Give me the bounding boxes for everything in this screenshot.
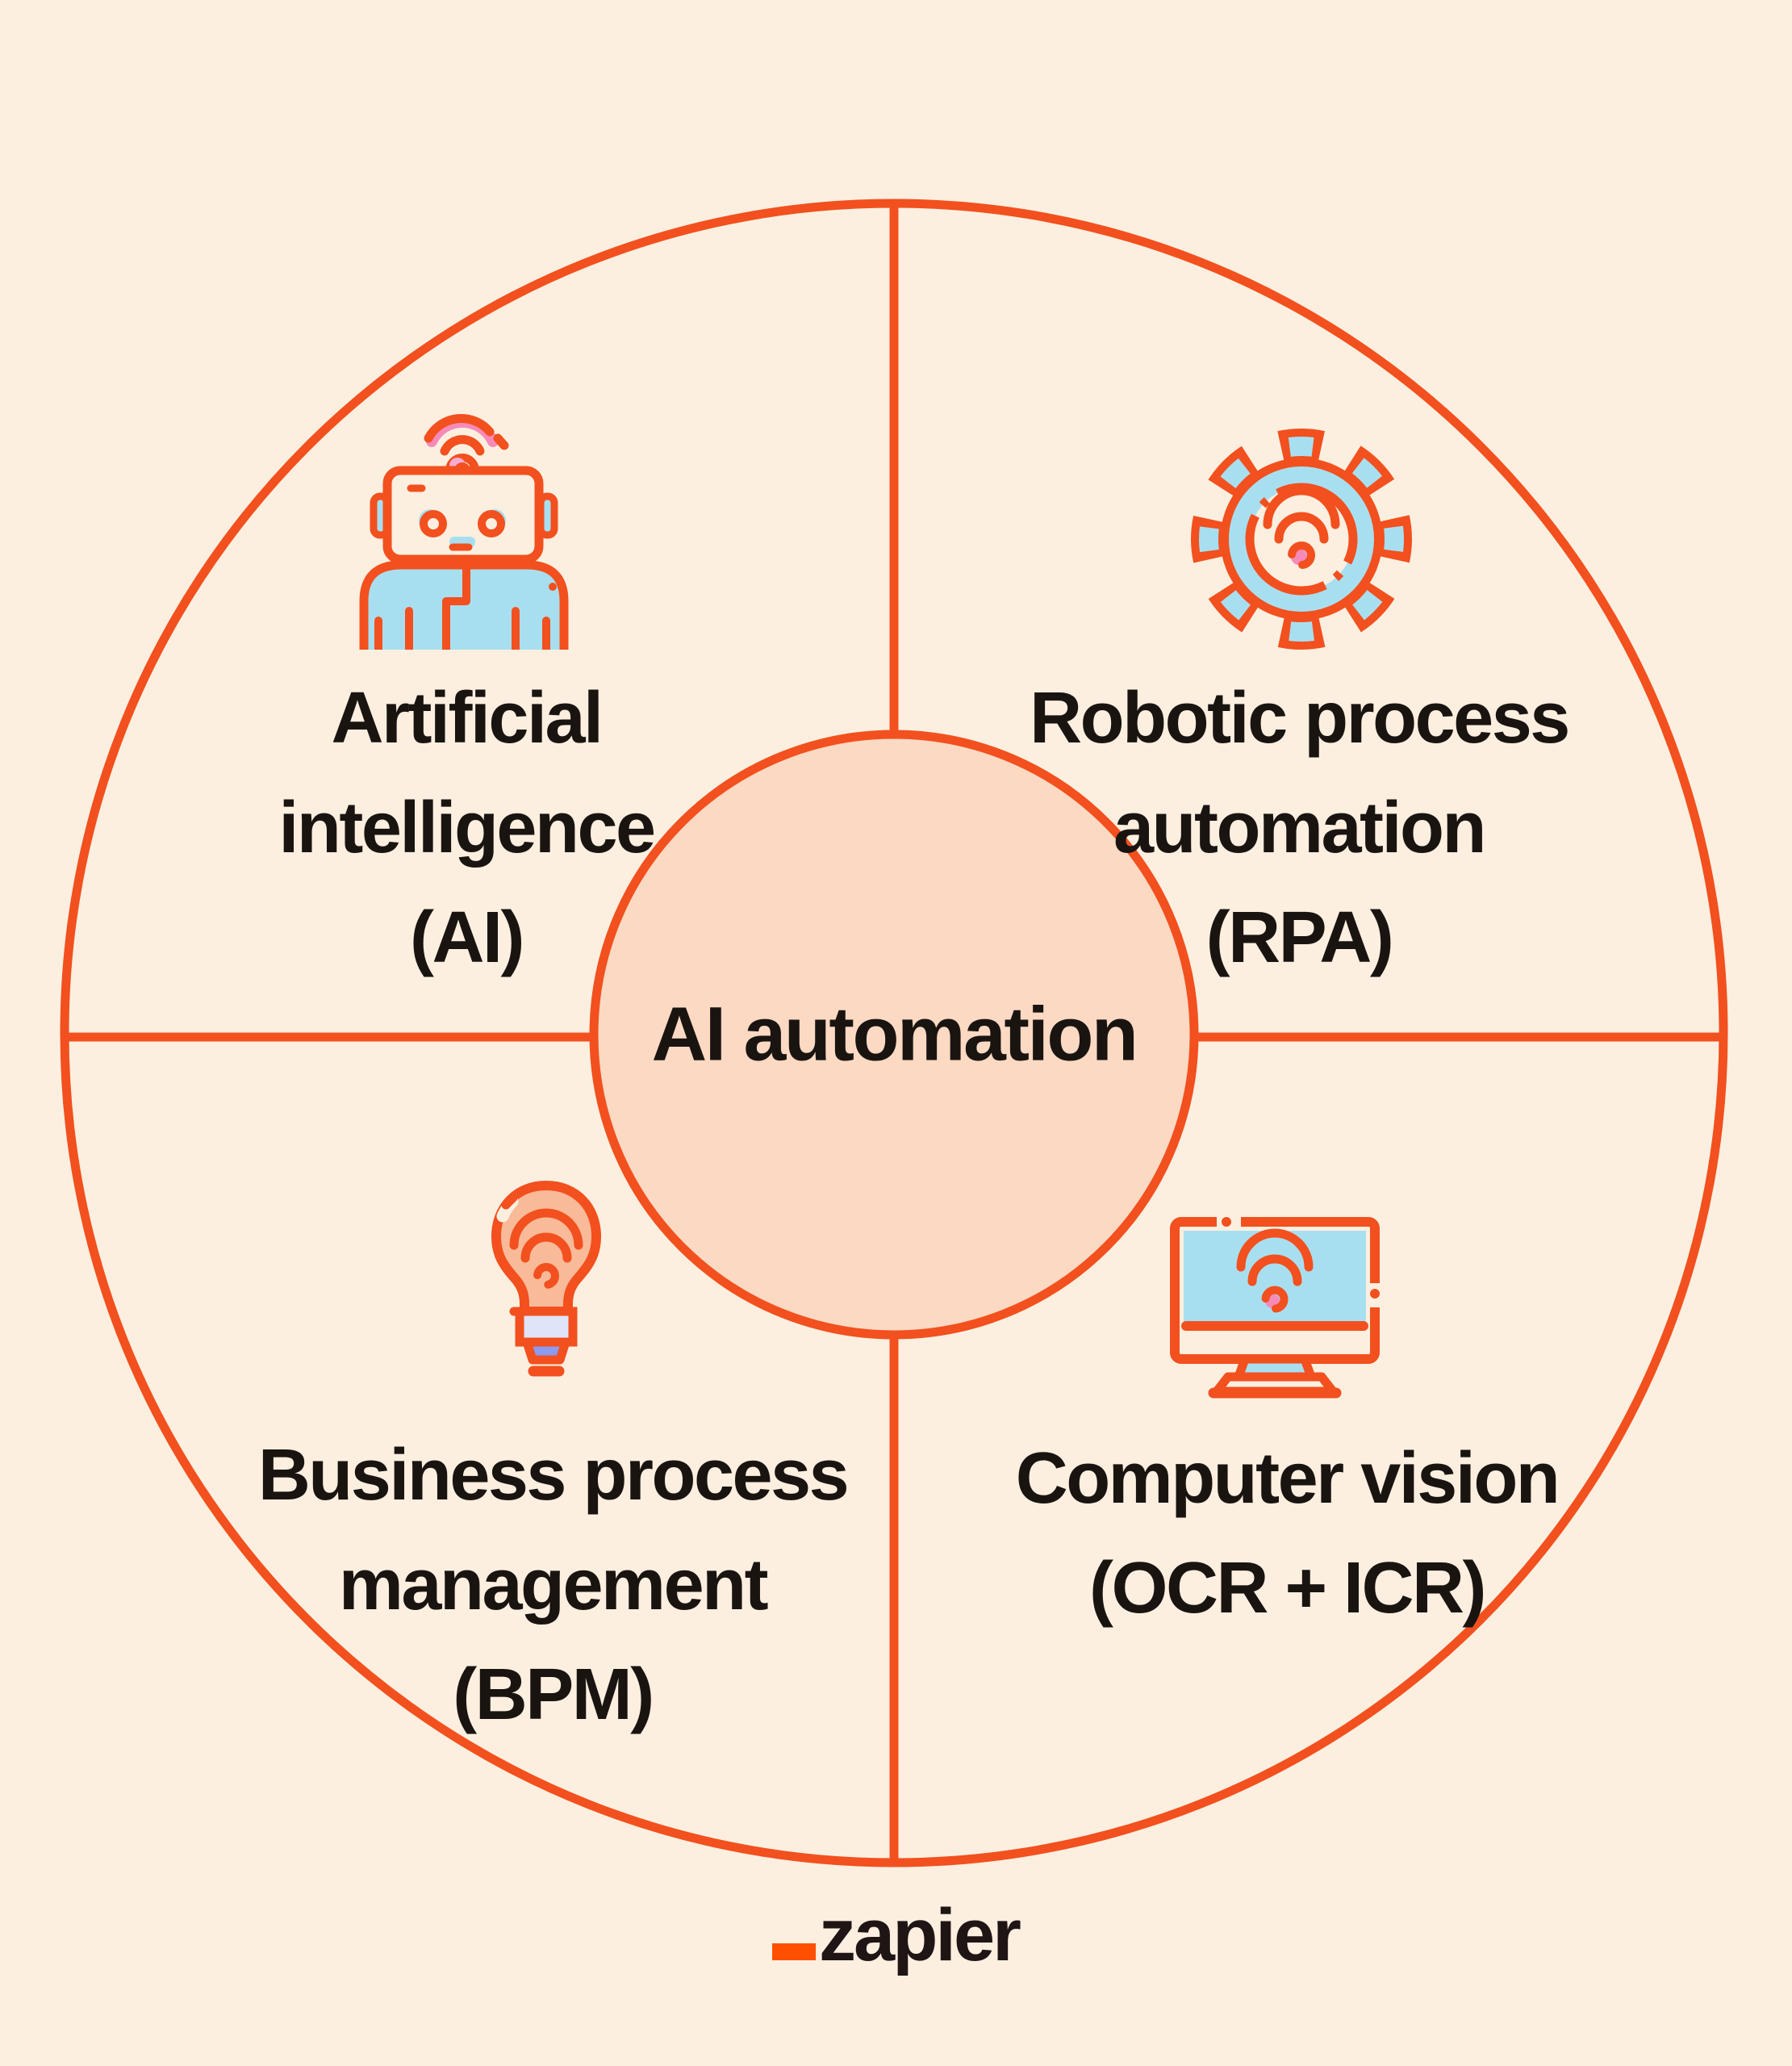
zapier-logo-text: zapier	[819, 1894, 1021, 1976]
center-circle	[589, 730, 1199, 1340]
label-line: (OCR + ICR)	[1088, 1548, 1486, 1629]
label-line: Computer vision	[1015, 1438, 1560, 1519]
label-line: Business process	[257, 1435, 850, 1516]
quadrant-label-artificial-intelligence: Artificial intelligence (AI)	[278, 663, 656, 993]
monitor-wifi-icon	[1170, 1217, 1380, 1399]
quadrant-label-computer-vision: Computer vision (OCR + ICR)	[1015, 1424, 1560, 1643]
label-line: intelligence	[278, 788, 656, 868]
label-line: (BPM)	[453, 1654, 654, 1735]
lightbulb-wifi-icon	[491, 1181, 601, 1377]
label-line: Artificial	[331, 678, 604, 759]
quadrant-label-robotic-process-automation: Robotic process automation (RPA)	[1030, 663, 1570, 993]
label-line: (RPA)	[1205, 897, 1394, 978]
gear-wifi-icon	[1191, 429, 1412, 650]
center-label: AI automation	[651, 991, 1138, 1077]
label-line: (AI)	[410, 897, 524, 978]
label-line: automation	[1113, 788, 1486, 868]
zapier-logo: zapier	[772, 1898, 1021, 1972]
zapier-logo-underscore	[772, 1943, 817, 1960]
robot-wifi-icon	[359, 413, 569, 650]
quadrant-label-business-process-management: Business process management (BPM)	[257, 1420, 850, 1750]
label-line: management	[338, 1545, 769, 1625]
label-line: Robotic process	[1030, 678, 1570, 759]
